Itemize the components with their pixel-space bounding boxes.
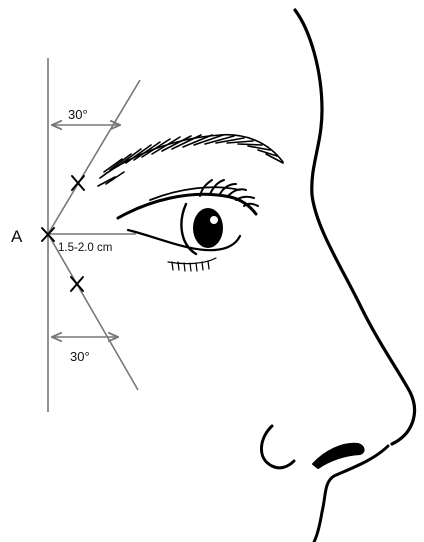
upper-angle-label: 30°	[68, 107, 88, 122]
iris	[193, 208, 223, 248]
face-profile-outline	[295, 10, 414, 444]
nostril-curve	[261, 426, 294, 468]
distance-label: 1.5-2.0 cm	[58, 242, 112, 254]
eye	[118, 180, 258, 271]
eyebrow	[98, 135, 283, 186]
nostril-opening	[313, 444, 364, 468]
point-a-label: A	[11, 227, 23, 246]
x-mark-icon	[72, 176, 84, 190]
upper-eyelid	[118, 194, 256, 218]
lower-angle-line	[48, 234, 138, 390]
lower-lashes	[168, 258, 216, 271]
x-mark-icon	[71, 277, 83, 291]
pupil-highlight	[210, 216, 218, 224]
lower-angle-label: 30°	[70, 349, 90, 364]
